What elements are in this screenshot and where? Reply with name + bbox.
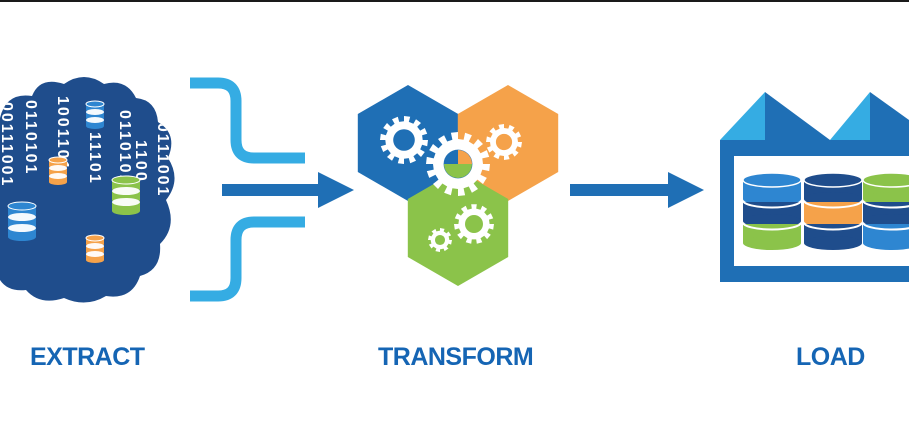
arrow-extract-to-transform bbox=[222, 172, 354, 208]
load-label: LOAD bbox=[796, 343, 865, 371]
database-icon bbox=[7, 201, 37, 241]
database-icon bbox=[48, 156, 68, 185]
transform-gears-icon bbox=[357, 85, 559, 286]
gear-icon bbox=[428, 228, 452, 252]
binary-digit-column: 0110101 bbox=[22, 100, 39, 175]
database-icon bbox=[85, 100, 105, 129]
cloud-database-icons bbox=[7, 100, 141, 263]
gear-icon bbox=[380, 116, 428, 164]
transform-label: TRANSFORM bbox=[378, 343, 534, 371]
top-border bbox=[0, 0, 909, 2]
database-icon bbox=[803, 172, 863, 250]
binary-digit-column: 00111001 bbox=[154, 112, 171, 197]
database-icon bbox=[111, 175, 141, 215]
binary-digit-column: 11101 bbox=[86, 132, 103, 185]
merge-bracket-top bbox=[190, 77, 305, 164]
warehouse-database-icons bbox=[742, 172, 909, 250]
warehouse-wall bbox=[720, 140, 909, 282]
binary-digit-column: 1001101 bbox=[54, 96, 71, 171]
arrow-transform-to-load bbox=[570, 172, 704, 208]
database-icon bbox=[742, 172, 802, 250]
warehouse-roof-second bbox=[830, 92, 870, 140]
cloud-shape bbox=[0, 77, 175, 303]
database-icon bbox=[85, 234, 105, 263]
merge-bracket-bottom bbox=[190, 216, 305, 302]
binary-digit-column: 1100 bbox=[132, 140, 149, 183]
extract-label: EXTRACT bbox=[30, 343, 145, 371]
load-warehouse-icon bbox=[720, 92, 909, 282]
warehouse-roof-second-shade bbox=[870, 92, 909, 140]
warehouse-roof-shade bbox=[765, 92, 830, 140]
binary-digit-column: 00111001 bbox=[0, 102, 15, 187]
warehouse-roof bbox=[720, 92, 765, 140]
gear-icon bbox=[454, 204, 494, 244]
database-icon bbox=[862, 172, 909, 250]
binary-digit-column: 0110101 bbox=[116, 110, 133, 185]
gear-icon bbox=[486, 124, 522, 160]
gear-icons bbox=[380, 116, 522, 252]
